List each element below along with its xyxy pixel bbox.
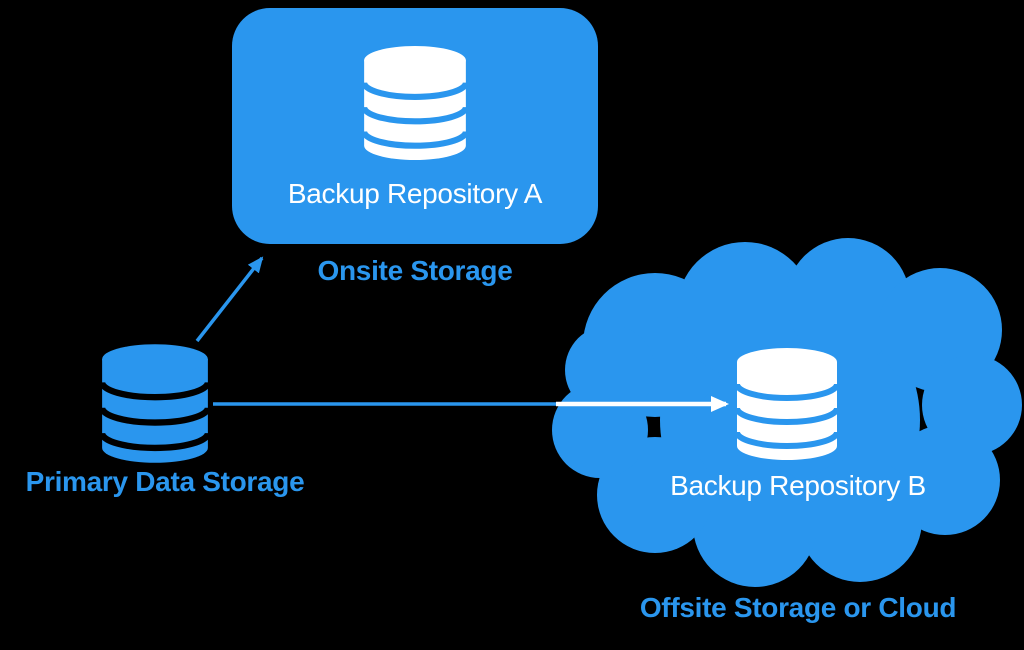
caption-offsite-storage-or-cloud: Offsite Storage or Cloud: [639, 592, 957, 623]
node-label-backup-repository-b: Backup Repository B: [670, 470, 926, 501]
caption-primary-data-storage: Primary Data Storage: [25, 466, 305, 497]
database-icon: [735, 348, 839, 460]
database-icon: [362, 46, 468, 160]
database-icon: [100, 344, 210, 463]
caption-onsite-storage: Onsite Storage: [317, 255, 513, 286]
node-label-backup-repository-a: Backup Repository A: [287, 178, 543, 209]
node-backup-repository-a: Backup Repository A: [232, 8, 598, 244]
